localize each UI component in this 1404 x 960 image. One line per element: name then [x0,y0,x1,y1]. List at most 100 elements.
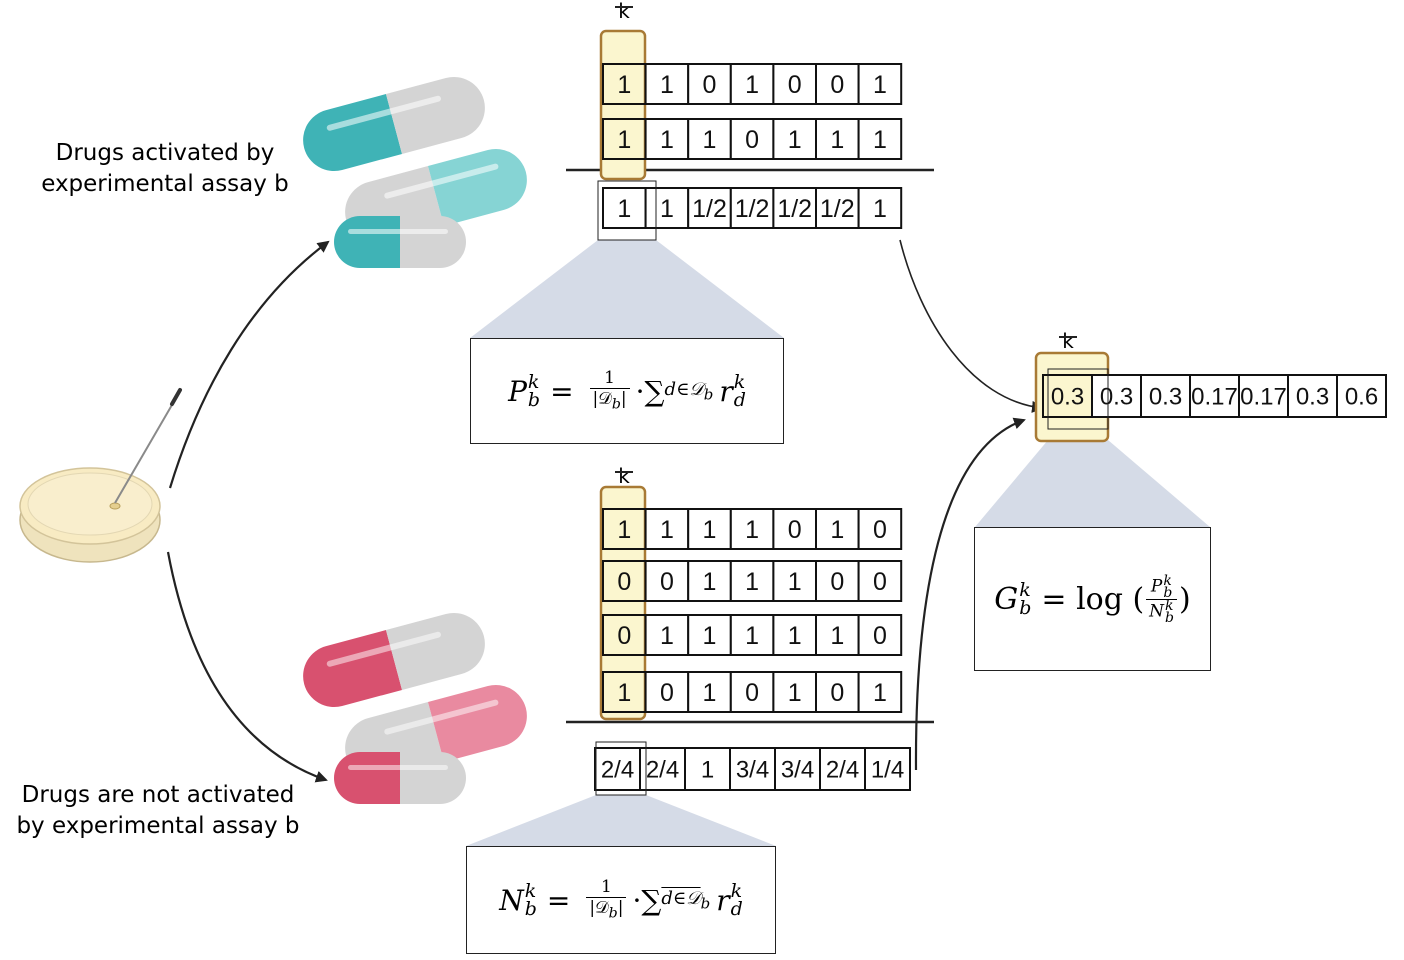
gain-vector-cell-value: 0.3 [1100,384,1133,411]
negative-row-3-cell-box [772,614,818,656]
negative-row-4-cell-box [857,671,903,713]
negative-row-4-cell-value: 0 [745,679,759,707]
gain-vector-cell-box [1140,374,1191,418]
formula-p-den-main: |𝒟 [592,388,612,409]
formula-p-sum-sub-main: d∈𝒟 [664,378,704,400]
formula-n-sum-sub2: b [700,894,711,913]
negative-score-cell-box [639,747,686,791]
negative-score-cell-value: 2/4 [601,757,634,784]
negative-row-1-cell-value: 1 [617,516,631,544]
positive-row-2-cell: 1 [687,118,732,160]
gain-vector-cell-box [1091,374,1142,418]
negative-row-2-cell-box [815,560,860,602]
negative-score-cell: 1 [684,747,731,791]
negative-row-2-cell-value: 0 [617,568,631,596]
negative-zoom-wedge [466,795,776,846]
positive-row-1-cell-value: 1 [660,71,674,99]
positive-row-1-cell-value: 1 [617,71,631,99]
negative-row-3-cell: 1 [772,614,818,656]
positive-row-2-cell-value: 1 [703,126,717,154]
negative-score-cell: 2/4 [594,747,641,791]
negative-row-4-cell-box [772,671,818,713]
positive-row-2-cell-value: 1 [788,126,802,154]
negative-row-1-cell: 1 [815,508,860,550]
negative-score-cell: 3/4 [774,747,821,791]
gain-zoom-wedge [975,440,1210,527]
not-activated-label-line2: by experimental assay b [16,813,300,839]
negative-row-4-cell: 1 [857,671,903,713]
positive-k-zoom-box [597,180,657,241]
positive-row-1-cell: 1 [857,63,903,105]
positive-score-cell: 1 [602,187,647,229]
formula-g-num-sub: b [1163,584,1173,601]
positive-score-cell-value: 1/2 [735,195,770,223]
negative-row-1-cell-box [729,508,775,550]
positive-row-2-cell: 1 [772,118,818,160]
negative-row-1-cell: 1 [687,508,732,550]
negative-row-2-cell: 1 [729,560,775,602]
negative-k-column-highlight [599,485,647,721]
positive-row-2-cell-value: 1 [660,126,674,154]
formula-n-dot: · [632,883,642,917]
gain-vector-cell-value: 0.3 [1051,384,1084,411]
formula-p-r-sub: d [733,389,746,411]
gain-vector-cell-value: 0.17 [1191,384,1238,411]
arrow-negative-to-gain [914,417,1026,771]
teal-capsule-icon [334,216,466,268]
positive-row-1-cell-box [729,63,775,105]
negative-row-1-cell-value: 1 [703,516,717,544]
negative-score-cell-value: 3/4 [736,757,769,784]
formula-g-sup: k [1019,579,1031,601]
negative-row-2-cell: 1 [687,560,732,602]
positive-row-2-cell-box [644,118,690,160]
not-activated-label: Drugs are not activated by experimental … [2,780,314,842]
formula-n-den-sub: b [608,905,618,922]
negative-row-4-cell-value: 1 [873,679,887,707]
formula-g-den-sub: b [1165,609,1175,626]
negative-row-3-cell-box [644,614,690,656]
negative-row-1-cell: 0 [772,508,818,550]
negative-k-marker: k [618,464,630,488]
negative-row-1-cell: 0 [857,508,903,550]
negative-row-2-cell-value: 0 [660,568,674,596]
negative-row-4-cell: 1 [772,671,818,713]
positive-row-2-cell: 0 [729,118,775,160]
negative-row-4-cell-value: 1 [788,679,802,707]
negative-row-2-cell-box [644,560,690,602]
formula-p-dot: · [635,374,645,408]
negative-row-2-cell: 0 [644,560,690,602]
negative-row-1-cell: 1 [729,508,775,550]
arrow-to-activated [168,240,330,489]
negative-score-cell-box [729,747,776,791]
positive-row-1-cell-value: 0 [830,71,844,99]
negative-row-3-cell: 1 [815,614,860,656]
gain-k-marker: k [1062,329,1074,353]
negative-row-1-cell-value: 0 [788,516,802,544]
formula-n-eq: = [546,883,571,917]
positive-row-1-cell-box [644,63,690,105]
negative-score-cell-value: 2/4 [826,757,859,784]
positive-row-1-cell-value: 1 [873,71,887,99]
negative-k-zoom-box [595,741,647,796]
positive-score-cell-box [644,187,690,229]
positive-row-2-cell-value: 0 [745,126,759,154]
negative-row-3-cell-value: 1 [660,622,674,650]
positive-k-marker: k [618,0,630,23]
negative-row-2-cell: 0 [857,560,903,602]
negative-score-cell: 3/4 [729,747,776,791]
formula-g-symbol: G [994,581,1019,617]
formula-n-r: r [716,883,730,917]
positive-zoom-wedge [470,240,784,338]
formula-n-den: |𝒟b| [586,896,627,923]
positive-row-2-cell-box [729,118,775,160]
gain-vector-cell-value: 0.3 [1296,384,1329,411]
positive-row-1-cell-box [687,63,732,105]
positive-row-1-cell-box [857,63,903,105]
negative-row-3-cell-value: 0 [617,622,631,650]
negative-row-4-cell-value: 0 [660,679,674,707]
